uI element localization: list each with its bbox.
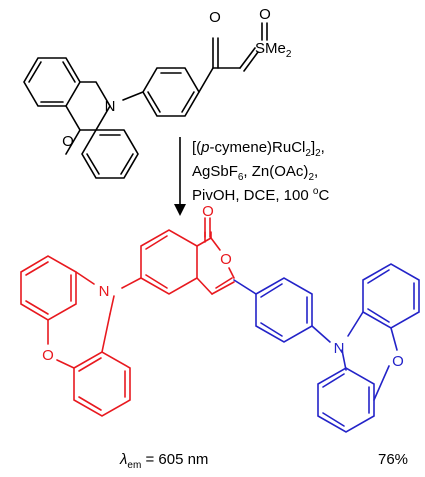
reagent-line-2: AgSbF6, Zn(OAc)2, <box>192 163 318 183</box>
lactone-carbonyl <box>204 217 211 238</box>
blue-O-label: O <box>392 353 404 370</box>
red-N-label: N <box>99 283 110 300</box>
keto-O-label: O <box>209 9 221 26</box>
reagent-line-3: PivOH, DCE, 100 oC <box>192 186 329 204</box>
reagent-line-1: [(p-cymene)RuCl2]2, <box>192 139 325 159</box>
start-O-label: O <box>62 133 74 150</box>
ring-O-label: O <box>220 251 232 268</box>
starting-material <box>23 22 268 179</box>
red-O-label: O <box>42 347 54 364</box>
product-red-phenoxazine <box>20 255 142 417</box>
start-N-label: N <box>105 98 116 115</box>
product-isocoumarin-core <box>140 229 235 295</box>
reaction-arrow <box>174 137 186 216</box>
product-blue-arylphenoxazine <box>233 263 420 433</box>
yield-label: 76% <box>378 451 408 468</box>
emission-wavelength: λem = 605 nm <box>119 451 208 471</box>
lactone-carbonyl-O-label: O <box>202 203 214 220</box>
sulfoxide-O-label: O <box>259 6 271 23</box>
sulfur-label: SMe2 <box>255 40 292 60</box>
blue-N-label: N <box>334 340 345 357</box>
